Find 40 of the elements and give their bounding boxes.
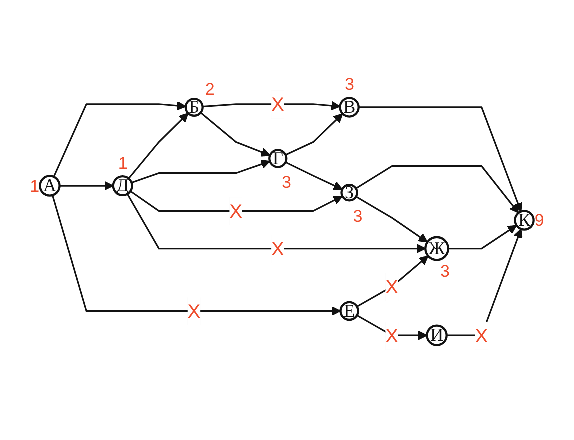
node-circle: К <box>514 210 535 231</box>
node-circle: А <box>39 175 61 197</box>
edge-label: X <box>475 325 488 347</box>
arrow <box>356 256 429 308</box>
arrow <box>200 112 271 157</box>
node-annotation: 1 <box>118 154 128 172</box>
node-circle: Г <box>268 149 288 168</box>
node-circle: В <box>339 97 360 118</box>
arrow <box>128 112 189 180</box>
edge-label: X <box>272 238 284 260</box>
arrow <box>285 162 343 190</box>
arrow <box>132 160 271 184</box>
arrow <box>60 181 114 191</box>
arrow <box>285 114 344 156</box>
node-annotation: 3 <box>282 174 292 192</box>
arrow <box>202 101 341 111</box>
arrow <box>356 166 520 214</box>
edge-label: X <box>386 325 399 347</box>
node-annotation: 2 <box>205 80 215 98</box>
node-circle: Ж <box>424 236 450 262</box>
arrow <box>53 101 186 178</box>
node-circle: З <box>340 184 358 202</box>
arrow <box>126 194 426 254</box>
arrow <box>356 196 428 243</box>
arrow <box>358 106 523 212</box>
node-circle: Е <box>340 301 360 322</box>
node-circle: И <box>426 324 448 346</box>
arrow <box>448 225 518 250</box>
node-annotation: 3 <box>345 76 354 94</box>
arrow <box>130 190 344 212</box>
node-circle: Б <box>184 98 204 117</box>
edge-label: X <box>272 94 284 116</box>
arrow <box>52 195 342 316</box>
node-annotation: 3 <box>440 263 450 280</box>
node-annotation: 1 <box>30 178 40 194</box>
edge-label: X <box>188 300 201 322</box>
edge-label: X <box>386 276 399 298</box>
edge-label: X <box>230 200 243 222</box>
node-annotation: 3 <box>353 208 363 225</box>
node-annotation: 9 <box>534 212 544 229</box>
